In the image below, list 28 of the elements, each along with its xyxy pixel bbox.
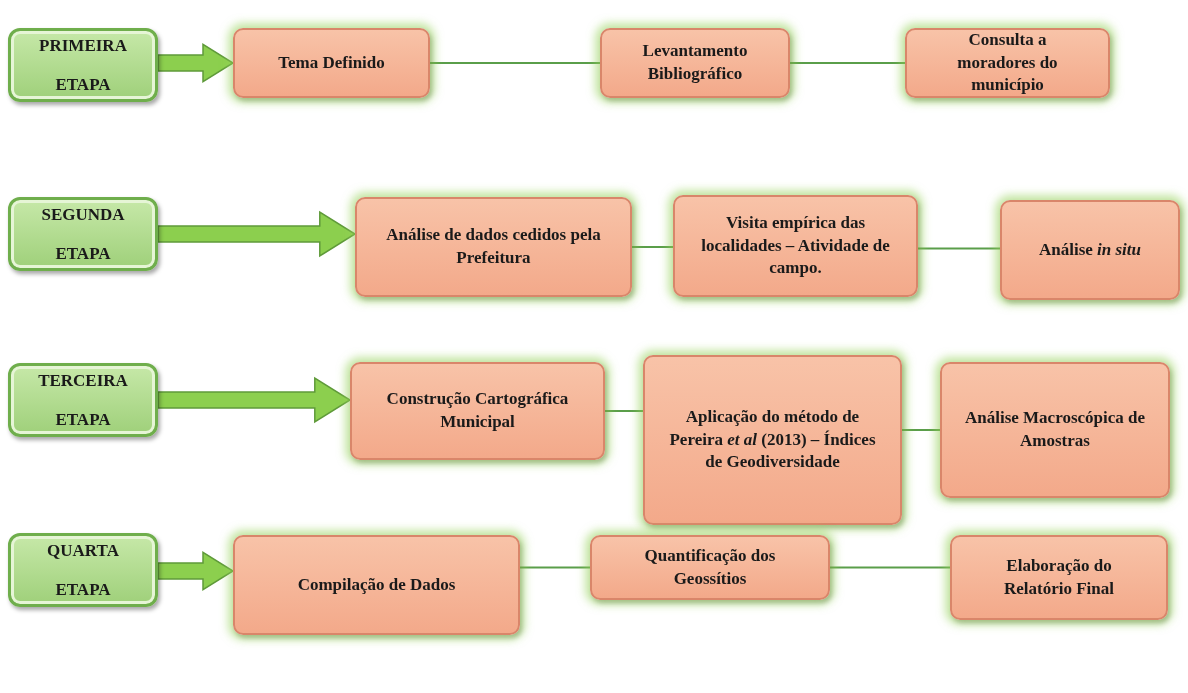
process-box: Visita empírica das localidades – Atividade de campo. <box>673 195 918 297</box>
connector-line <box>604 410 644 412</box>
block-arrow <box>157 550 235 592</box>
connector-line <box>901 429 941 431</box>
stage-box: TERCEIRA ETAPA <box>8 363 158 437</box>
stage-box: PRIMEIRA ETAPA <box>8 28 158 102</box>
process-box: Tema Definido <box>233 28 430 98</box>
process-box: Elaboração do Relatório Final <box>950 535 1168 620</box>
process-box: Levantamento Bibliográfico <box>600 28 790 98</box>
connector-line <box>519 566 591 569</box>
process-box: Quantificação dos Geossítios <box>590 535 830 600</box>
block-arrow <box>157 42 235 84</box>
process-box: Construção Cartográfica Municipal <box>350 362 605 460</box>
connector-line <box>429 62 601 64</box>
connector-line <box>789 62 906 64</box>
process-box: Análise in situ <box>1000 200 1180 300</box>
stage-box: QUARTA ETAPA <box>8 533 158 607</box>
process-box: Compilação de Dados <box>233 535 520 635</box>
connector-line <box>917 247 1001 250</box>
process-box: Aplicação do método de Pereira et al (2013) – Índices de Geodiversidade <box>643 355 902 525</box>
connector-line <box>631 246 674 248</box>
block-arrow <box>157 376 352 424</box>
process-box: Análise Macroscópica de Amostras <box>940 362 1170 498</box>
process-box: Consulta a moradores do município <box>905 28 1110 98</box>
stage-box: SEGUNDA ETAPA <box>8 197 158 271</box>
process-box: Análise de dados cedidos pela Prefeitura <box>355 197 632 297</box>
block-arrow <box>157 210 357 258</box>
connector-line <box>829 566 951 569</box>
